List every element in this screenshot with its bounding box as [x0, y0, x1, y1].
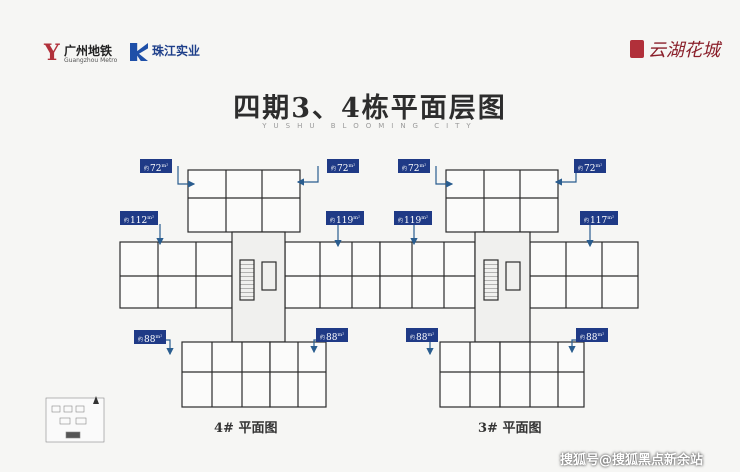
area-tag-b3-top-right: 约72m²: [574, 159, 607, 174]
metro-logo-icon: Y: [44, 40, 60, 66]
project-logo: 云湖花城: [630, 36, 725, 72]
pearl-river-logo: 珠江实业: [130, 40, 240, 68]
building-3-plan: [379, 169, 639, 408]
area-tag-b3-bottom-right: 约88m²: [576, 328, 609, 343]
header: Y 广州地铁 Guangzhou Metro 珠江实业 云湖花城: [0, 0, 740, 82]
area-tag-b4-mid-right: 约119m²: [326, 211, 364, 226]
metro-name-cn: 广州地铁: [64, 44, 113, 58]
area-tag-b3-mid-right: 约117m²: [580, 211, 618, 226]
area-tag-b4-bottom-left: 约88m²: [134, 330, 167, 345]
watermark: 搜狐号@搜狐黑点新余站: [560, 453, 704, 468]
area-tag-b3-top-left: 约72m²: [398, 159, 431, 174]
building-4-plan-label: 4# 平面图: [214, 421, 278, 436]
guangzhou-metro-logo: Y 广州地铁 Guangzhou Metro: [44, 40, 122, 68]
building-4-plan: [119, 169, 381, 408]
page-subtitle: YUSHU BLOOMING CITY: [262, 122, 478, 130]
area-tag-b4-mid-left: 约112m²: [120, 211, 158, 226]
building-3-plan-label: 3# 平面图: [478, 421, 542, 436]
area-tag-b3-mid-left: 约119m²: [394, 211, 432, 226]
page-title: 四期3、4栋平面层图: [233, 93, 507, 124]
project-name-cn: 云湖花城: [648, 40, 720, 61]
metro-name-en: Guangzhou Metro: [64, 57, 118, 64]
project-seal-icon: [630, 40, 644, 58]
area-tag-b4-top-left: 约72m²: [140, 159, 173, 174]
site-key-thumbnail: [45, 396, 105, 443]
area-tag-b3-bottom-left: 约88m²: [406, 328, 439, 343]
area-tag-b4-top-right: 约72m²: [327, 159, 360, 174]
pearl-river-name-cn: 珠江实业: [152, 44, 201, 58]
area-tag-b4-bottom-right: 约88m²: [316, 328, 349, 343]
